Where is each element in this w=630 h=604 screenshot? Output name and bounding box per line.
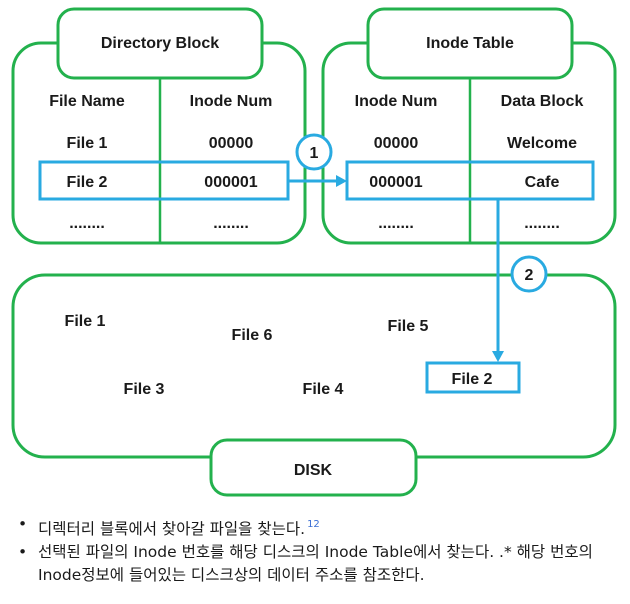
disk-file-6: File 6 bbox=[232, 327, 273, 344]
file-name-header: File Name bbox=[49, 93, 125, 110]
disk-file-3: File 3 bbox=[124, 381, 165, 398]
dir-row-2-inode: 000001 bbox=[204, 174, 257, 191]
disk-file-2: File 2 bbox=[452, 371, 493, 388]
note-item-1: 디렉터리 블록에서 찾아갈 파일을 찾는다.12 bbox=[16, 513, 628, 541]
dir-row-3-inode: ........ bbox=[213, 215, 249, 232]
inode-row-3-data: ........ bbox=[524, 215, 560, 232]
inode-num-header: Inode Num bbox=[355, 93, 438, 110]
inode-table-title: Inode Table bbox=[426, 35, 514, 52]
disk-file-1: File 1 bbox=[65, 313, 106, 330]
disk-label: DISK bbox=[294, 462, 333, 479]
inode-row-2-highlight bbox=[345, 160, 595, 201]
disk-file-4: File 4 bbox=[303, 381, 344, 398]
step-2-label: 2 bbox=[525, 267, 534, 284]
note-1-reference[interactable]: 12 bbox=[307, 519, 320, 530]
disk-panel: DISK File 1 File 6 File 5 File 3 File 4 … bbox=[11, 273, 617, 497]
dir-row-1-inode: 00000 bbox=[209, 135, 254, 152]
step-2-connector: 2 bbox=[492, 199, 548, 362]
inode-row-2-data: Cafe bbox=[525, 174, 560, 191]
inode-row-1-inode: 00000 bbox=[374, 135, 419, 152]
inode-table-panel: Inode Table Inode Num Data Block 00000 W… bbox=[321, 7, 617, 245]
disk-file-2-highlight bbox=[425, 361, 521, 394]
step-1-label: 1 bbox=[310, 145, 319, 162]
dir-row-2-name: File 2 bbox=[67, 174, 108, 191]
disk-file-5: File 5 bbox=[388, 318, 429, 335]
dir-inode-num-header: Inode Num bbox=[190, 93, 273, 110]
note-1-text: 디렉터리 블록에서 찾아갈 파일을 찾는다. bbox=[38, 520, 306, 538]
inode-row-2-inode: 000001 bbox=[369, 174, 422, 191]
note-2-text: 선택된 파일의 Inode 번호를 해당 디스크의 Inode Table에서 … bbox=[38, 543, 593, 584]
arrow-right-icon bbox=[336, 175, 347, 187]
data-block-header: Data Block bbox=[501, 93, 584, 110]
note-item-2: 선택된 파일의 Inode 번호를 해당 디스크의 Inode Table에서 … bbox=[16, 541, 628, 587]
step-1-connector: 1 bbox=[288, 133, 347, 187]
inode-row-1-data: Welcome bbox=[507, 135, 577, 152]
inode-row-3-inode: ........ bbox=[378, 215, 414, 232]
inode-lookup-diagram: Directory Block File Name Inode Num File… bbox=[11, 7, 617, 497]
directory-block-title: Directory Block bbox=[101, 35, 219, 52]
directory-block-panel: Directory Block File Name Inode Num File… bbox=[11, 7, 307, 245]
arrow-down-icon bbox=[492, 351, 504, 362]
explanation-notes: 디렉터리 블록에서 찾아갈 파일을 찾는다.12 선택된 파일의 Inode 번… bbox=[16, 513, 628, 587]
dir-row-3-name: ........ bbox=[69, 215, 105, 232]
dir-row-1-name: File 1 bbox=[67, 135, 108, 152]
